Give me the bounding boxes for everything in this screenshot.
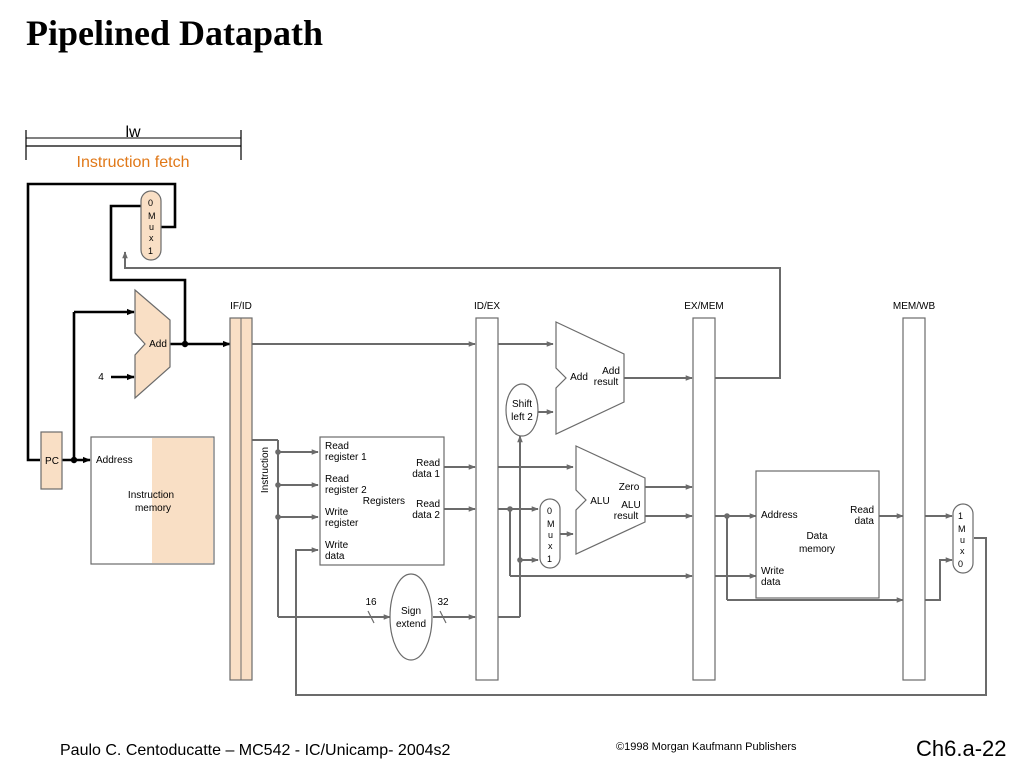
svg-text:Sign: Sign	[401, 606, 421, 617]
instruction-bus-label: Instruction	[260, 447, 271, 493]
svg-text:data: data	[325, 551, 345, 562]
active-wire-junctions	[70, 340, 189, 464]
pc-mux: 0 M u x 1	[140, 190, 162, 261]
shift-left-2: Shift left 2	[505, 383, 539, 437]
program-counter: PC	[40, 431, 63, 490]
svg-text:PC: PC	[45, 456, 59, 467]
svg-text:result: result	[594, 377, 619, 388]
svg-text:M: M	[148, 211, 156, 221]
active-wires	[26, 182, 231, 464]
pc-adder-label: Add	[149, 339, 167, 350]
pipeline-register-label: MEM/WB	[893, 301, 936, 312]
instruction-label: lw	[125, 124, 141, 141]
footer-slide-number: Ch6.a-22	[916, 736, 1007, 761]
svg-text:x: x	[548, 541, 553, 551]
svg-text:data 2: data 2	[412, 510, 440, 521]
stage-label: Instruction fetch	[77, 154, 190, 171]
svg-text:Address: Address	[761, 510, 798, 521]
svg-text:M: M	[958, 524, 966, 534]
register-file: Read register 1 Read register 2 Write re…	[319, 436, 445, 566]
pipeline-register-if-id: IF/ID Instruction	[229, 301, 271, 681]
pipeline-register-mem-wb: MEM/WB	[893, 301, 936, 681]
svg-text:u: u	[548, 530, 553, 540]
writeback-mux: 1 M u x 0	[952, 503, 974, 574]
svg-text:Zero: Zero	[619, 482, 640, 493]
pipeline-register-ex-mem: EX/MEM	[684, 301, 724, 681]
svg-text:Instruction: Instruction	[128, 490, 174, 501]
svg-text:Read: Read	[850, 505, 874, 516]
svg-text:16: 16	[365, 597, 377, 608]
svg-text:1: 1	[547, 554, 552, 564]
svg-text:data 1: data 1	[412, 469, 440, 480]
svg-text:Add: Add	[570, 372, 588, 383]
svg-text:memory: memory	[135, 503, 171, 514]
svg-text:Shift: Shift	[512, 399, 532, 410]
svg-text:x: x	[149, 233, 154, 243]
svg-text:Address: Address	[96, 455, 133, 466]
branch-adder: Add Add result	[555, 321, 625, 435]
svg-text:ALU: ALU	[590, 496, 609, 507]
svg-text:Add: Add	[602, 366, 620, 377]
svg-text:Data: Data	[806, 531, 828, 542]
pipeline-register-label: ID/EX	[474, 301, 500, 312]
svg-text:Write: Write	[761, 566, 785, 577]
pipeline-register-label: IF/ID	[230, 301, 252, 312]
footer-copyright: ©1998 Morgan Kaufmann Publishers	[616, 741, 797, 753]
svg-text:1: 1	[148, 246, 153, 256]
svg-text:register 1: register 1	[325, 452, 367, 463]
svg-text:left 2: left 2	[511, 412, 533, 423]
pipeline-register-label: EX/MEM	[684, 301, 723, 312]
svg-text:data: data	[761, 577, 781, 588]
alu-mux: 0 M u x 1	[539, 498, 561, 569]
sign-extend: Sign extend 16 32	[365, 573, 449, 661]
svg-text:extend: extend	[396, 619, 426, 630]
pipeline-register-id-ex: ID/EX	[474, 301, 500, 681]
svg-text:Read: Read	[416, 458, 440, 469]
wire-junctions	[275, 449, 730, 563]
instruction-memory: Address Instruction memory	[90, 436, 215, 565]
svg-text:result: result	[614, 511, 639, 522]
svg-text:x: x	[960, 546, 965, 556]
svg-text:Registers: Registers	[363, 496, 405, 507]
svg-text:u: u	[149, 222, 154, 232]
svg-text:0: 0	[547, 506, 552, 516]
svg-text:register 2: register 2	[325, 485, 367, 496]
alu: ALU Zero ALU result	[575, 445, 646, 555]
svg-text:memory: memory	[799, 544, 835, 555]
svg-text:u: u	[960, 535, 965, 545]
svg-text:ALU: ALU	[621, 500, 640, 511]
svg-text:0: 0	[148, 198, 153, 208]
svg-text:M: M	[547, 519, 555, 529]
svg-text:Write: Write	[325, 540, 349, 551]
svg-text:Read: Read	[416, 499, 440, 510]
svg-text:1: 1	[958, 511, 963, 521]
svg-text:32: 32	[437, 597, 449, 608]
constant-four: 4	[98, 372, 104, 383]
footer-author: Paulo C. Centoducatte – MC542 - IC/Unica…	[60, 742, 451, 759]
svg-text:Read: Read	[325, 441, 349, 452]
pc-adder: Add 4	[98, 288, 171, 400]
stage-header: lw Instruction fetch	[25, 124, 242, 171]
data-memory: Address Read data Data memory Write data	[755, 470, 880, 599]
svg-text:Write: Write	[325, 507, 349, 518]
slide-title: Pipelined Datapath	[26, 13, 324, 53]
svg-text:register: register	[325, 518, 359, 529]
svg-text:0: 0	[958, 559, 963, 569]
svg-text:Read: Read	[325, 474, 349, 485]
svg-text:data: data	[855, 516, 875, 527]
gray-wires	[122, 251, 987, 696]
